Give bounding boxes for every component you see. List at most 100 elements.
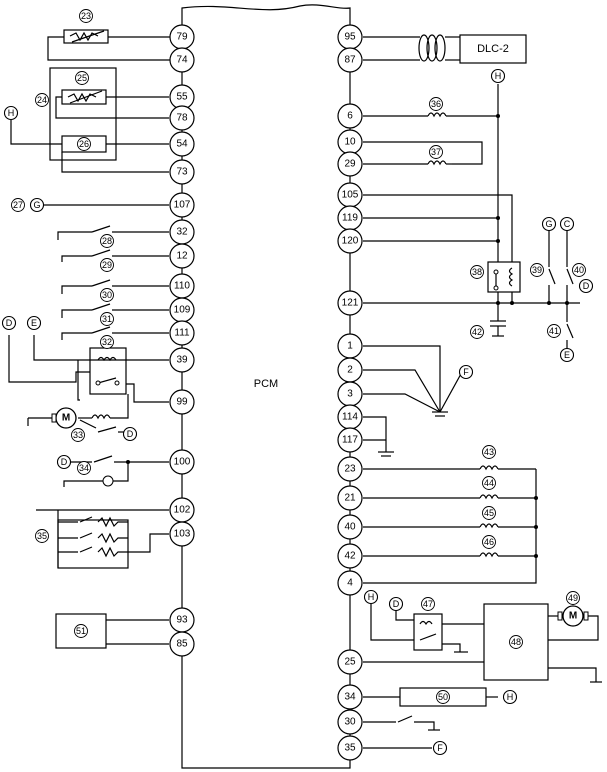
- svg-text:79: 79: [176, 32, 188, 43]
- svg-text:73: 73: [176, 167, 188, 178]
- connection-marker-e-4: E: [26, 315, 42, 331]
- callout-48: 48: [509, 635, 523, 649]
- pin-21: 21: [337, 485, 363, 511]
- callout-38: 38: [470, 265, 484, 279]
- svg-text:E: E: [564, 350, 570, 360]
- svg-text:105: 105: [342, 190, 359, 201]
- connection-marker-c-8: C: [559, 216, 575, 232]
- callout-29: 29: [100, 258, 114, 272]
- connection-marker-d-5: D: [122, 426, 138, 442]
- callout-27: 27: [11, 198, 25, 212]
- svg-text:38: 38: [472, 267, 482, 277]
- pin-114: 114: [337, 404, 363, 430]
- wire-114: [363, 416, 387, 452]
- svg-text:117: 117: [342, 435, 358, 446]
- wire-h-47: [370, 604, 414, 641]
- pin-93: 93: [169, 607, 195, 633]
- wire-73: [61, 152, 169, 173]
- svg-text:D: D: [61, 457, 68, 467]
- svg-text:21: 21: [344, 493, 356, 504]
- svg-text:M: M: [569, 611, 577, 622]
- connection-marker-e-10: E: [559, 347, 575, 363]
- connection-marker-d-6: D: [56, 454, 72, 470]
- pin-102: 102: [169, 497, 195, 523]
- svg-text:121: 121: [342, 298, 359, 309]
- svg-text:29: 29: [344, 159, 356, 170]
- svg-text:31: 31: [102, 314, 112, 324]
- svg-text:G: G: [33, 200, 40, 210]
- thermistor-23-zigzag: [69, 31, 99, 42]
- wire-h-26: [10, 120, 62, 145]
- svg-text:107: 107: [174, 200, 191, 211]
- callout-39: 39: [530, 263, 544, 277]
- svg-text:111: 111: [174, 328, 190, 339]
- svg-text:37: 37: [431, 147, 441, 157]
- svg-text:1: 1: [347, 341, 353, 352]
- callout-35: 35: [35, 529, 49, 543]
- wire-1: [363, 345, 441, 412]
- svg-text:120: 120: [342, 236, 359, 247]
- connection-marker-h-14: H: [502, 689, 518, 705]
- switch-bank-35: [57, 519, 129, 569]
- svg-text:30: 30: [344, 717, 356, 728]
- svg-text:F: F: [463, 367, 469, 377]
- svg-text:99: 99: [176, 397, 188, 408]
- pin-117: 117: [337, 427, 363, 453]
- pcm-module-outline: [181, 4, 351, 769]
- wire-78: [55, 96, 169, 119]
- pin-105: 105: [337, 182, 363, 208]
- callout-49: 49: [566, 591, 580, 605]
- svg-text:26: 26: [79, 139, 89, 149]
- svg-text:23: 23: [81, 11, 91, 21]
- callout-51: 51: [74, 624, 88, 638]
- twisted-pair: [418, 34, 446, 62]
- pin-12: 12: [169, 243, 195, 269]
- pin-119: 119: [337, 205, 363, 231]
- pin-100: 100: [169, 449, 195, 475]
- connection-marker-h-1: H: [490, 68, 506, 84]
- svg-text:78: 78: [176, 113, 188, 124]
- wire-12: [61, 255, 92, 262]
- pin-2: 2: [337, 357, 363, 383]
- pin-120: 120: [337, 228, 363, 254]
- svg-text:43: 43: [484, 447, 494, 457]
- svg-text:35: 35: [344, 743, 356, 754]
- callout-26: 26: [77, 137, 91, 151]
- wire-105: [363, 194, 513, 262]
- svg-text:H: H: [495, 71, 502, 81]
- svg-text:54: 54: [176, 139, 188, 150]
- callout-41: 41: [547, 324, 561, 338]
- svg-text:40: 40: [344, 522, 356, 533]
- svg-text:6: 6: [347, 111, 353, 122]
- callout-31: 31: [100, 312, 114, 326]
- svg-text:41: 41: [549, 326, 559, 336]
- svg-text:36: 36: [431, 99, 441, 109]
- dlc-2-label: DLC-2: [477, 43, 509, 55]
- callout-25: 25: [75, 71, 89, 85]
- svg-text:25: 25: [77, 73, 87, 83]
- svg-text:110: 110: [174, 281, 190, 292]
- svg-text:32: 32: [176, 227, 188, 238]
- svg-text:F: F: [437, 743, 443, 753]
- svg-text:C: C: [564, 219, 571, 229]
- svg-text:74: 74: [176, 55, 188, 66]
- svg-text:D: D: [583, 281, 590, 291]
- connection-marker-d-13: D: [388, 596, 404, 612]
- svg-text:30: 30: [102, 290, 112, 300]
- svg-text:49: 49: [568, 593, 578, 603]
- callout-36: 36: [429, 97, 443, 111]
- pin-85: 85: [169, 631, 195, 657]
- pin-107: 107: [169, 192, 195, 218]
- svg-text:10: 10: [344, 137, 356, 148]
- svg-text:42: 42: [472, 327, 482, 337]
- pin-42: 42: [337, 543, 363, 569]
- wire-2: [363, 369, 441, 413]
- svg-text:29: 29: [102, 260, 112, 270]
- svg-text:G: G: [545, 219, 552, 229]
- wire-d-99: [8, 335, 90, 383]
- pin-29: 29: [337, 151, 363, 177]
- svg-text:H: H: [368, 592, 375, 602]
- pin-4: 4: [337, 570, 363, 596]
- connection-marker-d-3: D: [1, 315, 17, 331]
